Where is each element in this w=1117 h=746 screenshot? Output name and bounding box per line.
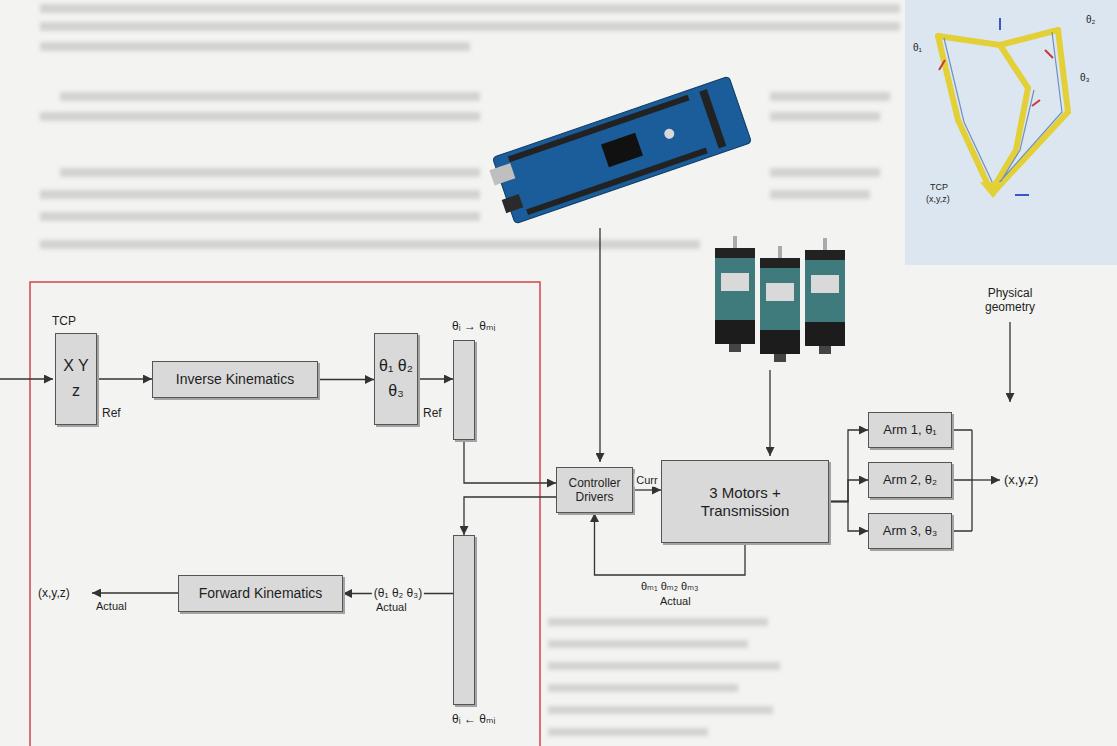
signal-arrow: [97, 378, 152, 379]
converter-box: θᵢ → θₘᵢ: [453, 340, 475, 440]
reference-box: θ₁ θ₂ θ₃Ref: [374, 333, 418, 425]
driver-box: Controller Drivers: [556, 467, 633, 513]
node-label: 3 Motors + Transmission: [665, 484, 825, 520]
node-heading: θᵢ → θₘᵢ: [452, 319, 495, 333]
node-label: θ₁ θ₂ θ₃: [378, 354, 414, 404]
signal-note: Actual: [376, 601, 407, 614]
edge-label: θₘ₁ θₘ₂ θₘ₃: [639, 580, 701, 593]
node-label: Arm 3, θ₃: [872, 523, 948, 539]
arm-box: Arm 3, θ₃: [868, 513, 952, 549]
signal-arrow: [633, 489, 661, 490]
signal-arrow: [829, 430, 868, 502]
node-label: X Y z: [59, 354, 93, 404]
point-label: TCP: [930, 182, 948, 193]
arm-box: Arm 1, θ₁: [868, 412, 952, 448]
node-label: Inverse Kinematics: [156, 371, 314, 388]
pointer-arrow: [599, 228, 600, 462]
node-label: Controller Drivers: [560, 476, 629, 505]
signal-arrow: [418, 378, 453, 379]
motor-pictures: [715, 236, 845, 362]
node-heading: θᵢ ← θₘᵢ: [452, 712, 495, 726]
edge-label: Curr: [634, 474, 659, 487]
output-arrow: [92, 592, 178, 593]
robot-picture: [905, 0, 1117, 265]
signal-note: Actual: [660, 595, 691, 608]
arm-box: Arm 2, θ₂: [868, 462, 952, 498]
node-label: Arm 1, θ₁: [872, 422, 948, 438]
node-heading: Ref: [102, 406, 121, 420]
signal-arrow: [464, 497, 556, 535]
pointer-arrow: [1009, 322, 1010, 402]
signal-name: (x,y,z): [38, 586, 70, 600]
process-box: Inverse Kinematics: [152, 361, 318, 398]
converter-box: θᵢ ← θₘᵢ: [453, 535, 475, 705]
controller-board-picture: [486, 76, 752, 226]
node-heading: TCP: [52, 314, 76, 328]
signal-arrow: [829, 480, 868, 502]
motor-box: 3 Motors + Transmission: [661, 460, 829, 543]
signal-arrow: [318, 379, 374, 380]
signal-arrow: [464, 440, 556, 483]
reference-box: TCPX Y zRef: [55, 333, 97, 425]
edge-label: (θ₁ θ₂ θ₃): [372, 587, 424, 601]
pointer-arrow: [769, 370, 770, 456]
signal-note: Actual: [96, 600, 127, 613]
output-arrow: [972, 479, 1000, 480]
angle-label: θ₂: [1086, 14, 1095, 26]
merge-lines: [952, 430, 972, 531]
process-box: Forward Kinematics: [178, 575, 343, 612]
picture-caption: Physical geometry: [974, 286, 1046, 315]
node-heading: Ref: [423, 406, 442, 420]
blurred-text: [40, 4, 900, 736]
signal-arrow: [829, 502, 868, 532]
node-label: Arm 2, θ₂: [872, 472, 948, 488]
angle-label: θ₁: [913, 42, 922, 54]
node-label: Forward Kinematics: [182, 585, 339, 602]
input-arrow: [0, 378, 53, 379]
signal-name: (x,y,z): [1004, 472, 1038, 488]
point-label: (x,y,z): [926, 194, 950, 205]
angle-label: θ₃: [1080, 72, 1090, 84]
